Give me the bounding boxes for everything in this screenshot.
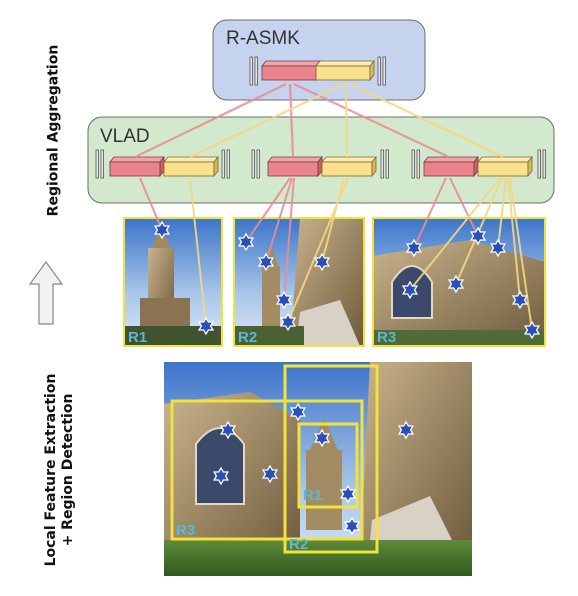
- region-label-r1: R1: [303, 487, 322, 504]
- red-arrow: [265, 177, 293, 263]
- yellow-block-icon: [321, 156, 377, 163]
- vlad-block-group-3: [411, 149, 546, 179]
- block-bar: [411, 149, 415, 179]
- yellow-arrow: [321, 177, 345, 263]
- yellow-block-side: [527, 155, 533, 178]
- yellow-arrow: [189, 177, 207, 327]
- local-feature-extraction-label: Local Feature Extraction + Region Detect…: [43, 370, 77, 570]
- block-bar: [249, 56, 253, 86]
- yellow-arrow: [349, 83, 504, 158]
- red-block-front: [267, 161, 319, 177]
- up-arrow-icon: [28, 260, 64, 325]
- full-image: R3 R2 R1: [164, 362, 472, 576]
- yellow-arrow: [189, 83, 345, 158]
- yellow-arrow: [507, 177, 521, 301]
- red-arrow: [134, 83, 287, 158]
- red-arrow: [288, 83, 295, 158]
- block-bar: [95, 149, 99, 179]
- regional-aggregation-label: Regional Aggregation: [46, 41, 63, 221]
- region-box-r1: [297, 422, 359, 509]
- yellow-arrow: [287, 177, 349, 323]
- block-bar: [226, 149, 230, 179]
- red-arrow: [139, 177, 163, 231]
- yellow-arrow: [497, 177, 507, 249]
- block-bar: [221, 149, 225, 179]
- region-image-r2: R2: [233, 217, 365, 347]
- red-arrow: [245, 177, 291, 243]
- vlad-block-group-2: [251, 149, 389, 179]
- red-arrow: [413, 177, 447, 249]
- region-label-r1: R1: [128, 329, 147, 346]
- red-block-icon: [267, 156, 323, 163]
- vlad-label: VLAD: [100, 126, 150, 147]
- rasmk-label: R-ASMK: [226, 28, 300, 49]
- region-box-r3: [170, 399, 364, 541]
- local-feature-line2: + Region Detection: [60, 393, 76, 547]
- red-block-front: [423, 161, 475, 177]
- red-block-icon: [109, 156, 165, 163]
- block-bar: [416, 149, 420, 179]
- block-bar: [537, 149, 541, 179]
- region-label-r3: R3: [377, 329, 396, 346]
- block-bar: [256, 149, 260, 179]
- yellow-arrow: [344, 83, 349, 158]
- yellow-block-side: [213, 155, 219, 178]
- block-bar: [385, 149, 389, 179]
- yellow-block-front: [163, 161, 215, 177]
- block-bar: [254, 56, 258, 86]
- red-block-front: [109, 161, 161, 177]
- red-arrow: [449, 177, 479, 237]
- block-bar: [380, 149, 384, 179]
- block-bar: [251, 149, 255, 179]
- regional-aggregation-text: Regional Aggregation: [45, 44, 62, 217]
- yellow-block-front: [321, 161, 373, 177]
- yellow-block-icon: [477, 156, 533, 163]
- region-label-r3: R3: [176, 522, 195, 539]
- vlad-block-group-1: [95, 149, 230, 179]
- region-label-r2: R2: [289, 536, 308, 553]
- yellow-block-side: [371, 155, 377, 178]
- yellow-block-icon: [315, 60, 375, 67]
- yellow-arrow: [409, 177, 501, 291]
- yellow-block-front: [315, 65, 371, 81]
- local-feature-line1: Local Feature Extraction: [43, 373, 59, 567]
- red-block-front: [261, 65, 317, 81]
- red-block-icon: [423, 156, 479, 163]
- region-label-r2: R2: [238, 329, 257, 346]
- yellow-arrow: [509, 177, 533, 331]
- block-bar: [542, 149, 546, 179]
- block-bar: [377, 56, 381, 86]
- yellow-block-front: [477, 161, 529, 177]
- region-image-r3: R3: [372, 217, 546, 347]
- yellow-block-side: [369, 59, 375, 82]
- region-box-r2: [283, 364, 379, 554]
- block-bar: [382, 56, 386, 86]
- aggregation-arrows: [134, 83, 504, 158]
- red-block-icon: [261, 60, 321, 67]
- yellow-block-icon: [163, 156, 219, 163]
- rasmk-block-group: [249, 56, 386, 86]
- block-bar: [100, 149, 104, 179]
- red-arrow: [283, 177, 295, 301]
